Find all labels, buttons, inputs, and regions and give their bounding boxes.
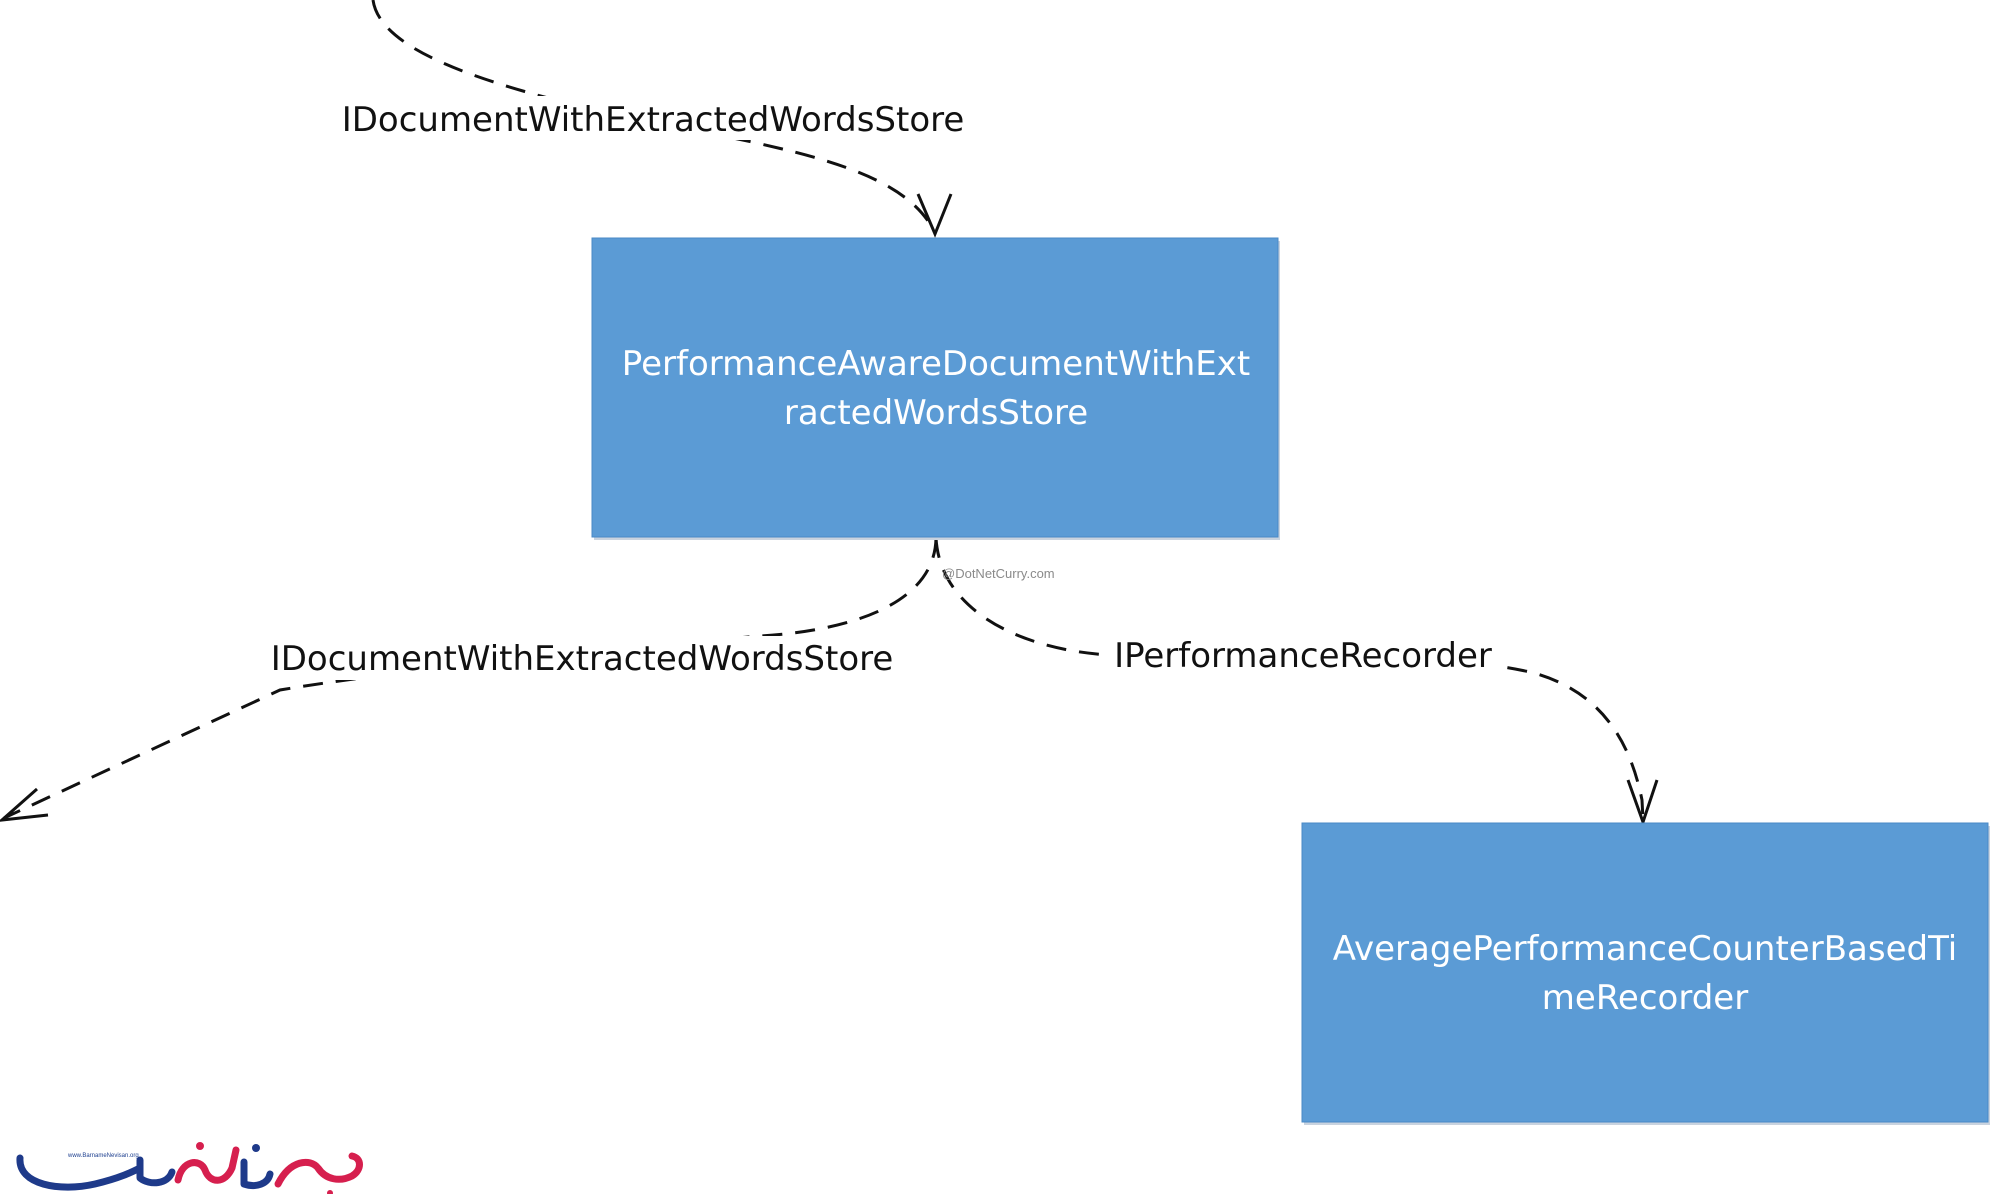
- edge-outgoing-left-document-store: IDocumentWithExtractedWordsStore: [0, 537, 938, 822]
- node-box: [1301, 822, 1989, 1123]
- node-average-performance-counter-recorder: AveragePerformanceCounterBasedTi meRecor…: [1301, 822, 1990, 1125]
- logo-dot-3: [327, 1190, 333, 1194]
- node-label-line-2: ractedWordsStore: [784, 393, 1088, 433]
- edge-outgoing-right-label: IPerformanceRecorder: [1114, 636, 1492, 676]
- watermark-text: @DotNetCurry.com: [942, 566, 1055, 581]
- edge-incoming-document-store: IDocumentWithExtractedWordsStore: [332, 0, 972, 238]
- site-logo: www.BarnameNevisan.org: [16, 1142, 363, 1194]
- logo-stroke-4: [240, 1158, 274, 1190]
- node-performance-aware-document-store: PerformanceAwareDocumentWithExt ractedWo…: [591, 237, 1280, 540]
- node-box: [591, 237, 1279, 538]
- node-label-line-1: AveragePerformanceCounterBasedTi: [1333, 929, 1957, 969]
- edge-outgoing-left-label: IDocumentWithExtractedWordsStore: [271, 639, 894, 679]
- edge-outgoing-left-arrow-icon: [0, 787, 49, 822]
- logo-dot-1: [196, 1142, 204, 1150]
- logo-url-text: www.BarnameNevisan.org: [67, 1153, 139, 1159]
- logo-stroke-1: [16, 1154, 144, 1191]
- node-label-line-2: meRecorder: [1542, 978, 1748, 1018]
- logo-stroke-3: [174, 1146, 240, 1184]
- edge-incoming-label: IDocumentWithExtractedWordsStore: [342, 100, 965, 140]
- edge-outgoing-right-performance-recorder: IPerformanceRecorder: [934, 537, 1659, 827]
- node-label-line-1: PerformanceAwareDocumentWithExt: [622, 344, 1250, 384]
- edge-incoming-arrow-icon: [916, 193, 953, 238]
- logo-dot-2: [252, 1144, 260, 1152]
- logo-stroke-2: [136, 1156, 176, 1187]
- logo-stroke-5: [274, 1152, 363, 1188]
- edge-outgoing-right-arrow-icon: [1626, 779, 1659, 827]
